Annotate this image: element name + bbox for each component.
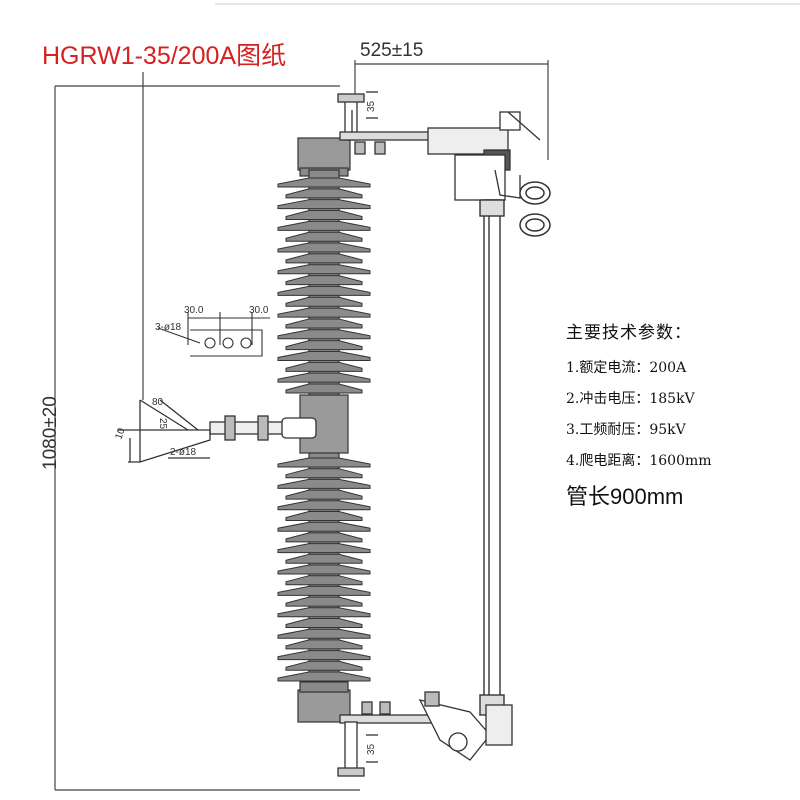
insulator-shed xyxy=(285,231,363,242)
insulator-shed xyxy=(285,639,363,650)
insulator-shed xyxy=(285,660,363,671)
insulator-shed xyxy=(285,532,363,543)
insulator-shed xyxy=(277,177,371,188)
insulator-shed xyxy=(285,575,363,586)
insulator-shed xyxy=(285,318,363,329)
spec-heading: 主要技术参数： xyxy=(566,323,692,343)
insulator-shed xyxy=(285,511,363,521)
insulator-shed xyxy=(277,521,371,532)
insulator-shed xyxy=(285,489,363,500)
insulator-sheds-upper xyxy=(277,177,371,394)
insulator-shed xyxy=(277,372,371,383)
insulator-shed xyxy=(277,671,371,682)
insulator-shed xyxy=(277,264,371,275)
spec-panel: 主要技术参数： 1.额定电流：200A 2.冲击电压：185kV 3.工频耐压：… xyxy=(566,318,712,511)
pull-rings xyxy=(519,181,551,237)
bottom-clearance-label: 35 xyxy=(366,743,377,755)
insulator-shed xyxy=(277,242,371,253)
spec-impulse-voltage: 2.冲击电压：185kV xyxy=(566,391,695,407)
insulator-shed xyxy=(277,285,371,296)
insulator-shed xyxy=(277,564,371,575)
drawing-title: HGRW1-35/200A图纸 xyxy=(42,42,287,70)
insulator-shed xyxy=(285,210,363,221)
insulator-shed xyxy=(285,618,363,628)
insulator-shed xyxy=(285,361,363,372)
top-bracket xyxy=(337,91,431,155)
terminal-detail xyxy=(157,312,270,357)
insulator-shed xyxy=(285,596,363,607)
terminal-pitch-2: 30.0 xyxy=(249,305,269,316)
insulator-shed xyxy=(285,188,363,199)
insulator-shed xyxy=(277,350,371,361)
insulator-shed xyxy=(285,253,363,264)
insulator-shed xyxy=(277,329,371,340)
insulator-shed xyxy=(285,296,363,307)
bottom-bracket xyxy=(337,701,441,777)
bracket-dim-25: 25 xyxy=(157,418,168,430)
bracket-dim-10: 10 xyxy=(113,426,127,441)
height-dimension-lines xyxy=(54,85,360,791)
fuse-tube xyxy=(479,199,505,716)
upper-contact xyxy=(427,111,541,201)
insulator-shed xyxy=(277,220,371,231)
insulator-shed xyxy=(277,650,371,661)
lower-contact xyxy=(418,691,513,761)
width-dimension-label: 525±15 xyxy=(360,40,424,61)
top-clearance-label: 35 xyxy=(366,100,377,112)
insulator-top-cap xyxy=(297,137,351,171)
spec-tube-length: 管长900mm xyxy=(566,484,684,509)
terminal-holes: 3-ø18 xyxy=(155,322,182,333)
insulator-shed xyxy=(277,478,371,489)
insulator-shed xyxy=(277,199,371,210)
height-dimension-label: 1080±20 xyxy=(40,396,61,470)
insulator-shed xyxy=(285,468,363,479)
spec-rated-current: 1.额定电流：200A xyxy=(566,360,687,376)
mid-bracket xyxy=(118,399,317,463)
insulator-shed xyxy=(277,585,371,596)
insulator-shed xyxy=(277,457,371,468)
insulator-shed xyxy=(277,607,371,618)
insulator-shed xyxy=(277,500,371,511)
spec-creepage-distance: 4.爬电距离：1600mm xyxy=(566,453,712,469)
bracket-dim-80: 80 xyxy=(152,397,164,408)
insulator-shed xyxy=(285,275,363,286)
terminal-pitch-1: 30.0 xyxy=(184,305,204,316)
insulator-shed xyxy=(285,553,363,564)
spec-power-frequency-voltage: 3.工频耐压：95kV xyxy=(566,422,686,438)
insulator-shed xyxy=(277,543,371,554)
insulator-shed xyxy=(285,383,363,394)
insulator-shed xyxy=(277,307,371,318)
insulator-shed xyxy=(277,628,371,639)
insulator-shed xyxy=(285,340,363,351)
insulator-sheds-lower xyxy=(277,457,371,682)
bracket-holes: 2-ø18 xyxy=(170,447,197,458)
